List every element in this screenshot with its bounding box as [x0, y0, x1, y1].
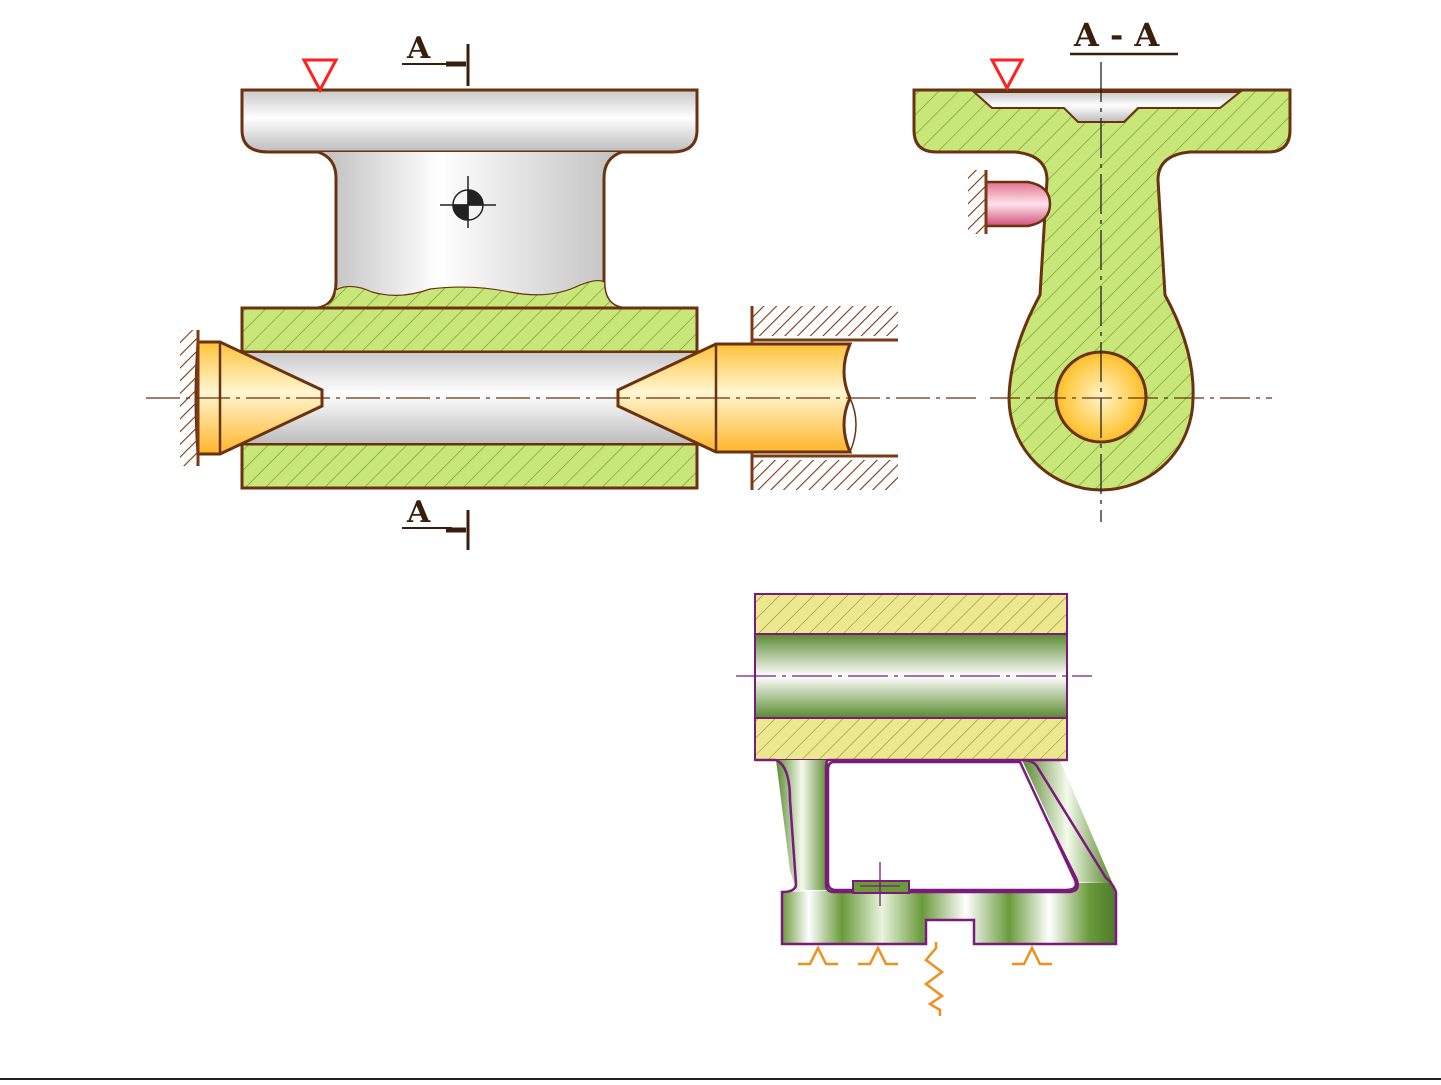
zigzag-spring-icon [926, 942, 942, 1016]
section-view: A - A [914, 16, 1290, 522]
side-stop-support [968, 170, 986, 234]
top-flange [242, 90, 697, 152]
right-support-top [752, 306, 898, 336]
neck-body [318, 152, 622, 308]
inner-boss-top [853, 881, 909, 893]
section-title: A - A [1070, 16, 1178, 54]
neck-outline-right [604, 152, 622, 308]
caret-up-icon [798, 948, 838, 964]
bottom-border [0, 1078, 1441, 1080]
left-leg [776, 760, 828, 890]
triangle-down-icon [992, 60, 1022, 88]
front-view: A A [146, 31, 976, 550]
lower-body-bottom [242, 444, 697, 488]
section-title-text: A - A [1073, 16, 1160, 54]
caret-up-icon [858, 948, 898, 964]
section-marker-bottom: A [402, 495, 468, 550]
neck-outline-left [318, 152, 336, 308]
right-pin-break [850, 398, 856, 452]
tube-wall-bottom [755, 718, 1067, 760]
lower-body-top [242, 308, 697, 352]
section-letter-top: A [406, 31, 431, 66]
section-marker-top: A [402, 31, 468, 86]
section-letter-bottom: A [406, 495, 431, 530]
right-support-bottom [752, 460, 898, 490]
side-stop [986, 182, 1050, 226]
tube-wall-top [755, 594, 1067, 634]
triangle-down-icon [304, 60, 336, 90]
caret-up-icon [1012, 948, 1052, 964]
bottom-part [736, 594, 1116, 1016]
